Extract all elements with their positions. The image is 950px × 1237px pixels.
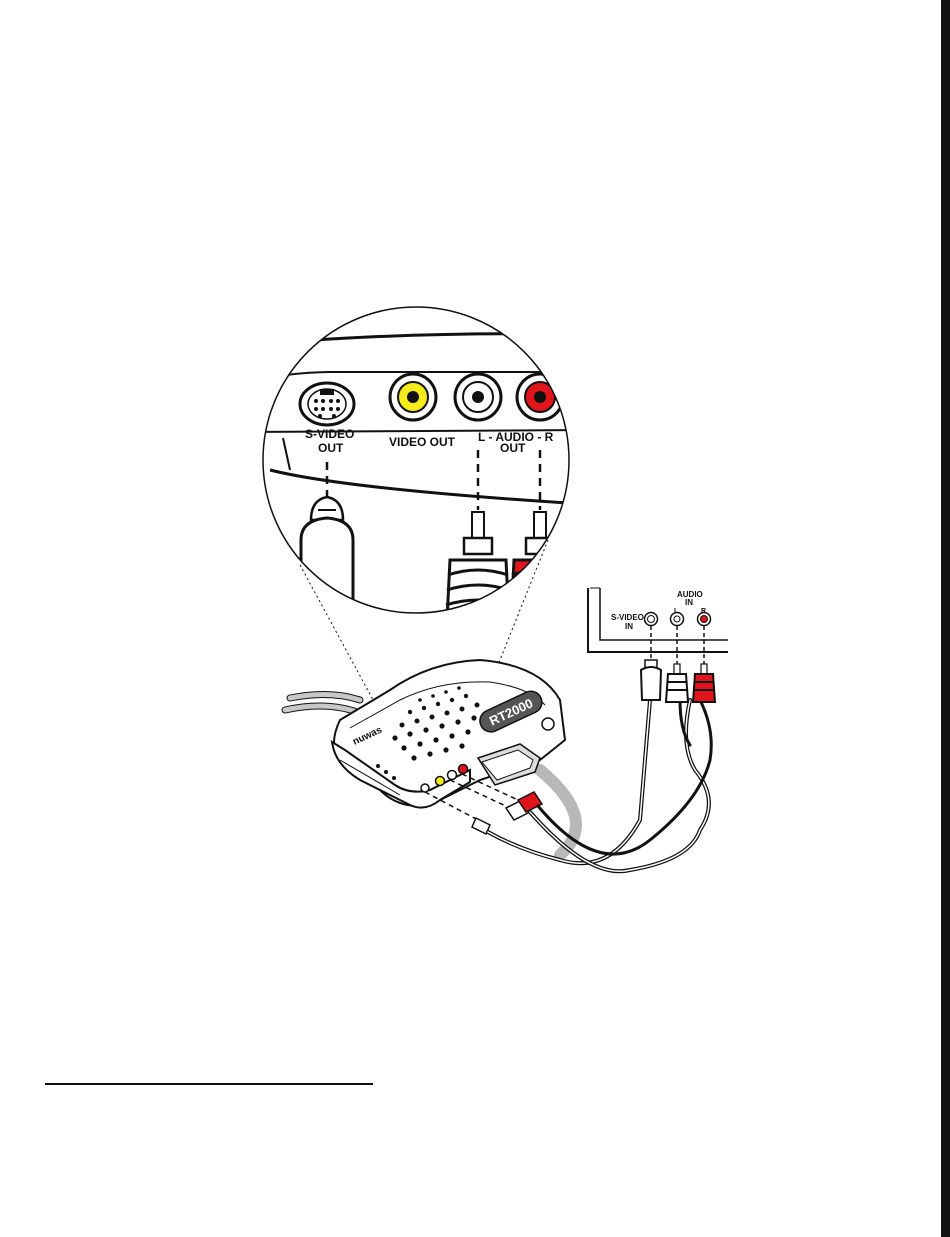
- tv-input-panel: S-VIDEO IN AUDIO IN L R: [588, 588, 728, 702]
- audio-in-right-label: R: [701, 608, 706, 615]
- audio-in-left-label: L: [674, 608, 679, 615]
- video-out-jack-icon: [390, 374, 436, 420]
- footnote-rule: [45, 1083, 373, 1085]
- svideo-out-label-line1: S-VIDEO: [305, 427, 354, 441]
- converter-device: nuwas RT2000: [332, 660, 565, 808]
- audio-out-label-line2: OUT: [500, 441, 526, 455]
- tv-audio-right-plug-icon: [693, 664, 715, 702]
- svideo-in-port-icon: [645, 613, 658, 626]
- audio-left-jack-icon: [455, 374, 501, 420]
- svideo-out-label-line2: OUT: [318, 441, 344, 455]
- tv-audio-left-plug-icon: [666, 664, 688, 702]
- tv-svideo-plug-icon: [641, 660, 661, 700]
- svideo-out-port-icon: [300, 383, 354, 425]
- audio-in-label-line2: IN: [685, 598, 693, 607]
- video-out-label: VIDEO OUT: [389, 435, 456, 449]
- svideo-in-label-line1: S-VIDEO: [611, 613, 644, 622]
- zoom-circle: S-VIDEO OUT VIDEO OUT L - AUDIO - R OUT: [250, 307, 600, 640]
- svideo-in-label-line2: IN: [625, 622, 633, 631]
